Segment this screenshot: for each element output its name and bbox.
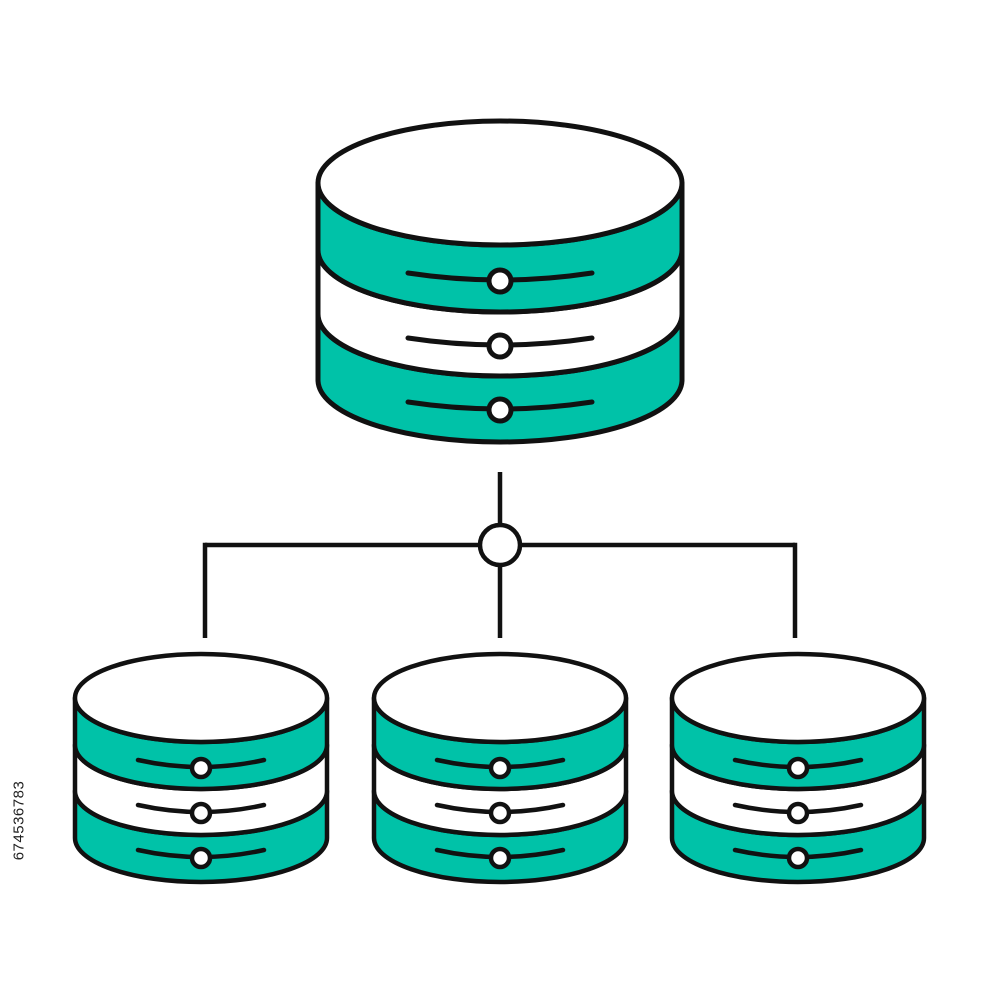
database-top [315,118,685,248]
status-light-icon [189,756,213,780]
connector-lines [202,472,798,638]
status-light-icon [786,846,810,870]
database-replica-2 [371,651,629,885]
status-light-icon [189,801,213,825]
database-indicator-2 [434,801,566,825]
hub-node-icon [477,522,523,568]
status-light-icon [786,801,810,825]
database-indicator-3 [732,846,864,870]
stock-id-text: 674536783 [10,780,28,860]
database-indicator-2 [732,801,864,825]
status-light-icon [786,756,810,780]
database-primary [315,118,685,445]
database-replica-1 [72,651,330,885]
status-light-icon [486,332,514,360]
database-replica-3 [669,651,927,885]
status-light-icon [486,396,514,424]
database-indicator-1 [434,756,566,780]
database-indicator-1 [732,756,864,780]
status-light-icon [486,267,514,295]
database-top [669,651,927,745]
status-light-icon [189,846,213,870]
database-indicator-2 [405,332,595,360]
database-indicator-2 [135,801,267,825]
status-light-icon [488,756,512,780]
stock-id-label: 674536783 [6,760,32,880]
database-indicator-3 [405,396,595,424]
status-light-icon [488,846,512,870]
database-indicator-1 [135,756,267,780]
database-indicator-1 [405,267,595,295]
database-top [72,651,330,745]
database-top [371,651,629,745]
database-indicator-3 [434,846,566,870]
database-indicator-3 [135,846,267,870]
status-light-icon [488,801,512,825]
database-group [72,118,927,885]
